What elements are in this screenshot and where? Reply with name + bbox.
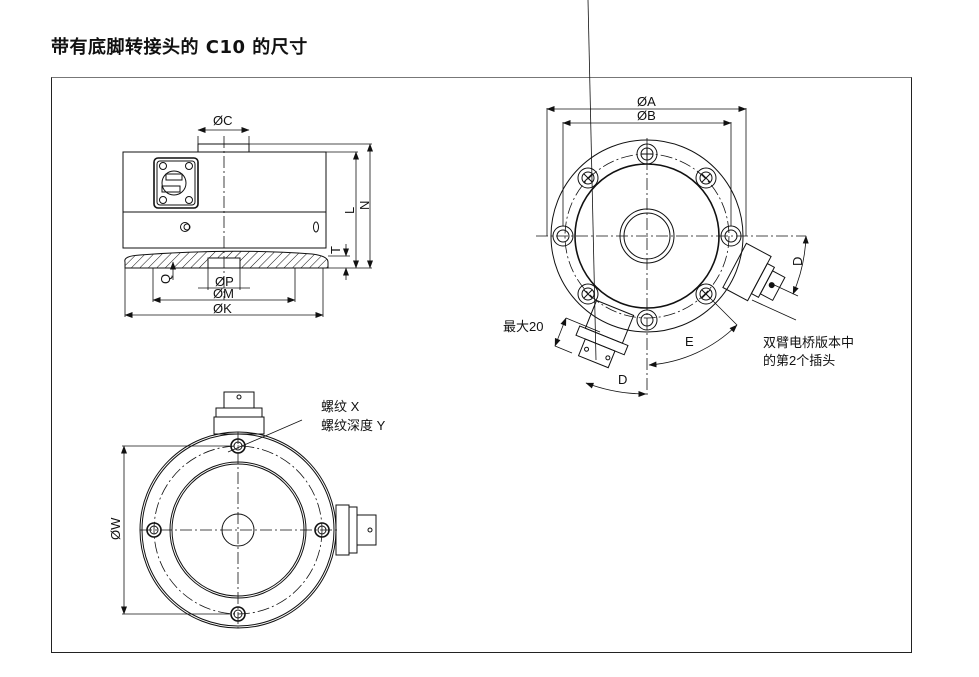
label-c: ØC — [213, 113, 233, 128]
side-view: ØC L N T Q ØP ØM ØK — [122, 113, 373, 318]
top-boss — [197, 143, 250, 153]
bottom-view: 螺纹 X 螺纹深度 Y ØW — [108, 391, 386, 629]
dim-d-bottom — [585, 382, 647, 397]
label-e: E — [685, 334, 694, 349]
side-hole-right — [313, 221, 319, 233]
side-connector — [153, 157, 199, 209]
top-bottom-connector — [575, 299, 635, 369]
bolt-hole-top — [636, 143, 658, 165]
label-q: Q — [158, 274, 173, 284]
bolt-hole-ur — [695, 167, 717, 189]
label-t: T — [328, 246, 343, 254]
page-title: 带有底脚转接头的 C10 的尺寸 — [51, 37, 308, 58]
note-line2: 的第2个插头 — [763, 353, 835, 368]
label-k: ØK — [213, 301, 232, 316]
label-l: L — [342, 207, 357, 214]
thread-leader — [227, 419, 303, 453]
side-hole-left-inner — [183, 223, 191, 231]
dim-e — [648, 324, 738, 368]
label-w: ØW — [108, 517, 123, 540]
label-d-bottom: D — [618, 372, 627, 387]
body-outline — [122, 151, 327, 249]
bolt-hole-ll — [577, 283, 599, 305]
dim-max20 — [554, 317, 567, 347]
label-p: ØP — [215, 274, 234, 289]
bolt-hole-ul — [577, 167, 599, 189]
thread-depth-label: 螺纹深度 Y — [321, 418, 386, 433]
drawing-frame — [51, 77, 912, 653]
dim-d-right — [792, 235, 809, 295]
note-line1: 双臂电桥版本中 — [763, 335, 854, 350]
label-a: ØA — [637, 94, 656, 109]
label-d-right: D — [790, 257, 805, 266]
label-m: ØM — [213, 286, 234, 301]
top-view: ØA ØB D 双臂电桥版本中 的第2个插头 E D 最大20 — [503, 0, 854, 397]
label-max20: 最大20 — [503, 319, 543, 334]
top-right-connector — [722, 242, 786, 302]
note-leader — [751, 299, 797, 321]
label-n: N — [357, 201, 372, 210]
thread-x-label: 螺纹 X — [321, 399, 360, 414]
bottom-right-connector — [335, 504, 377, 556]
bolt-hole-bottom — [636, 309, 658, 331]
bolt-holes — [552, 143, 742, 331]
label-b: ØB — [637, 108, 656, 123]
bottom-top-connector — [213, 391, 265, 435]
